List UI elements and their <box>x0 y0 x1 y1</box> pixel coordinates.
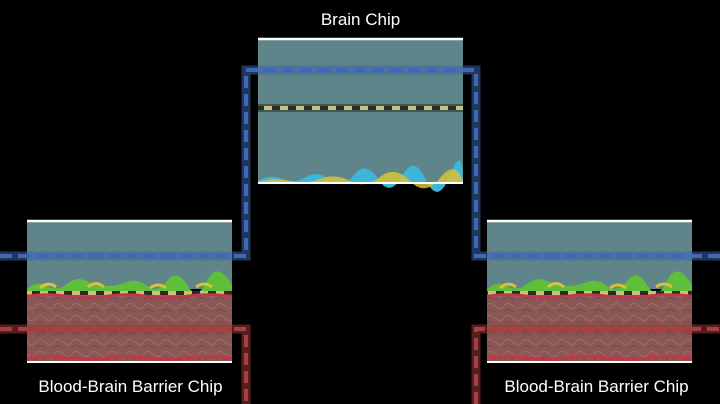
bbb-left-endothelium-top <box>26 293 233 299</box>
bbb-chip-right-label: Blood-Brain Barrier Chip <box>504 377 689 396</box>
brain-chip <box>258 37 463 192</box>
bbb-left-glia-layer <box>27 271 232 293</box>
blood-flow-dashes-left <box>0 327 248 404</box>
media-fluidic-line <box>0 65 720 261</box>
bbb-right-endothelium-top <box>486 293 693 299</box>
brain-chip-membrane <box>258 106 463 110</box>
blood-flow-dashes-right <box>474 327 720 404</box>
brain-cells-layer <box>258 160 463 192</box>
bbb-chip-right <box>486 219 693 363</box>
bbb-left-endothelium-bottom <box>26 355 233 361</box>
brain-chip-label: Brain Chip <box>320 10 401 29</box>
bbb-chip-left <box>26 219 233 363</box>
media-flow-dashes <box>0 68 720 258</box>
blood-fluidic-line <box>0 324 720 404</box>
bbb-chip-left-label: Blood-Brain Barrier Chip <box>38 377 223 396</box>
bbb-right-glia-layer <box>487 271 692 293</box>
bbb-right-membrane <box>487 291 692 295</box>
bbb-right-endothelium-bottom <box>486 355 693 361</box>
bbb-left-membrane <box>27 291 232 295</box>
